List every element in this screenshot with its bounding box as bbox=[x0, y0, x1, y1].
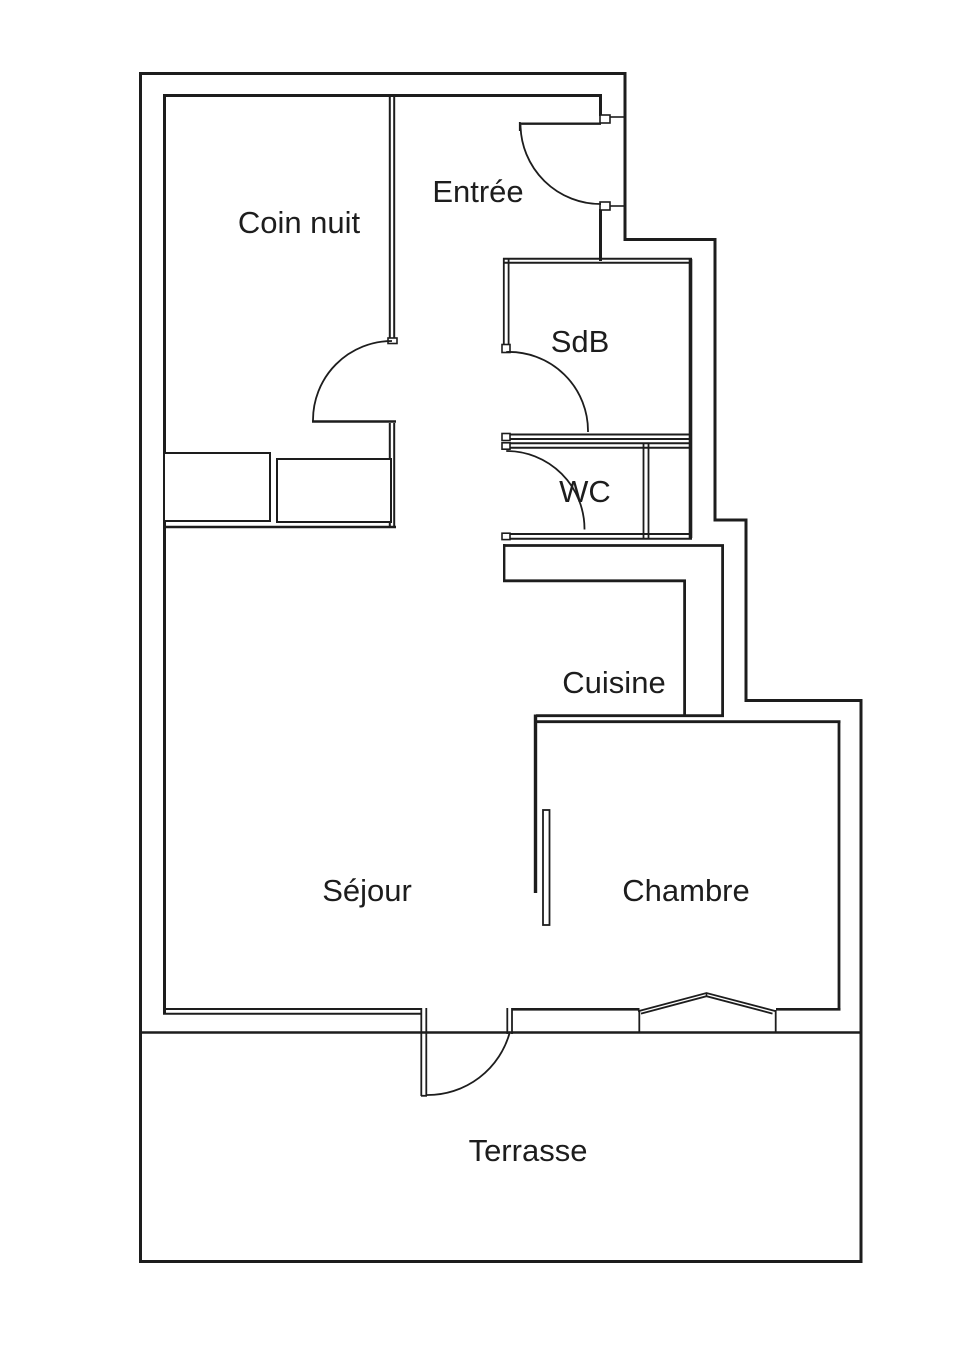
entrance-door-arc bbox=[519, 124, 602, 205]
room-label-chambre: Chambre bbox=[622, 873, 750, 908]
wc-bottom-wall-cap bbox=[501, 532, 511, 541]
outer-wall bbox=[139, 72, 863, 1263]
room-label-sdb: SdB bbox=[551, 324, 610, 359]
wc-top-wall-cap bbox=[501, 441, 511, 450]
room-label-coin-nuit: Coin nuit bbox=[238, 205, 361, 240]
closet-right bbox=[276, 458, 392, 523]
sdb-door-arc bbox=[506, 351, 589, 433]
chambre-folding-door-inner bbox=[640, 995, 773, 1015]
entrance-jamb-bottom bbox=[599, 201, 611, 211]
room-label-cuisine: Cuisine bbox=[562, 665, 665, 700]
coin-nuit-door-arc bbox=[312, 340, 393, 421]
room-label-terrasse: Terrasse bbox=[469, 1133, 588, 1168]
closet-left bbox=[163, 452, 271, 522]
terrace-door-arc bbox=[426, 1031, 511, 1096]
chambre-folding-door-outer bbox=[637, 992, 777, 1013]
entrance-jamb-top bbox=[599, 114, 611, 124]
sdb-bottom-wall-cap bbox=[501, 432, 511, 442]
sdb-door-hinge-cap bbox=[501, 343, 511, 354]
chambre-sliding-door-leaf bbox=[542, 809, 551, 926]
room-label-entree: Entrée bbox=[432, 174, 523, 209]
room-label-wc: WC bbox=[559, 474, 611, 509]
room-label-sejour: Séjour bbox=[322, 873, 412, 908]
wc-door-arc bbox=[506, 450, 586, 530]
